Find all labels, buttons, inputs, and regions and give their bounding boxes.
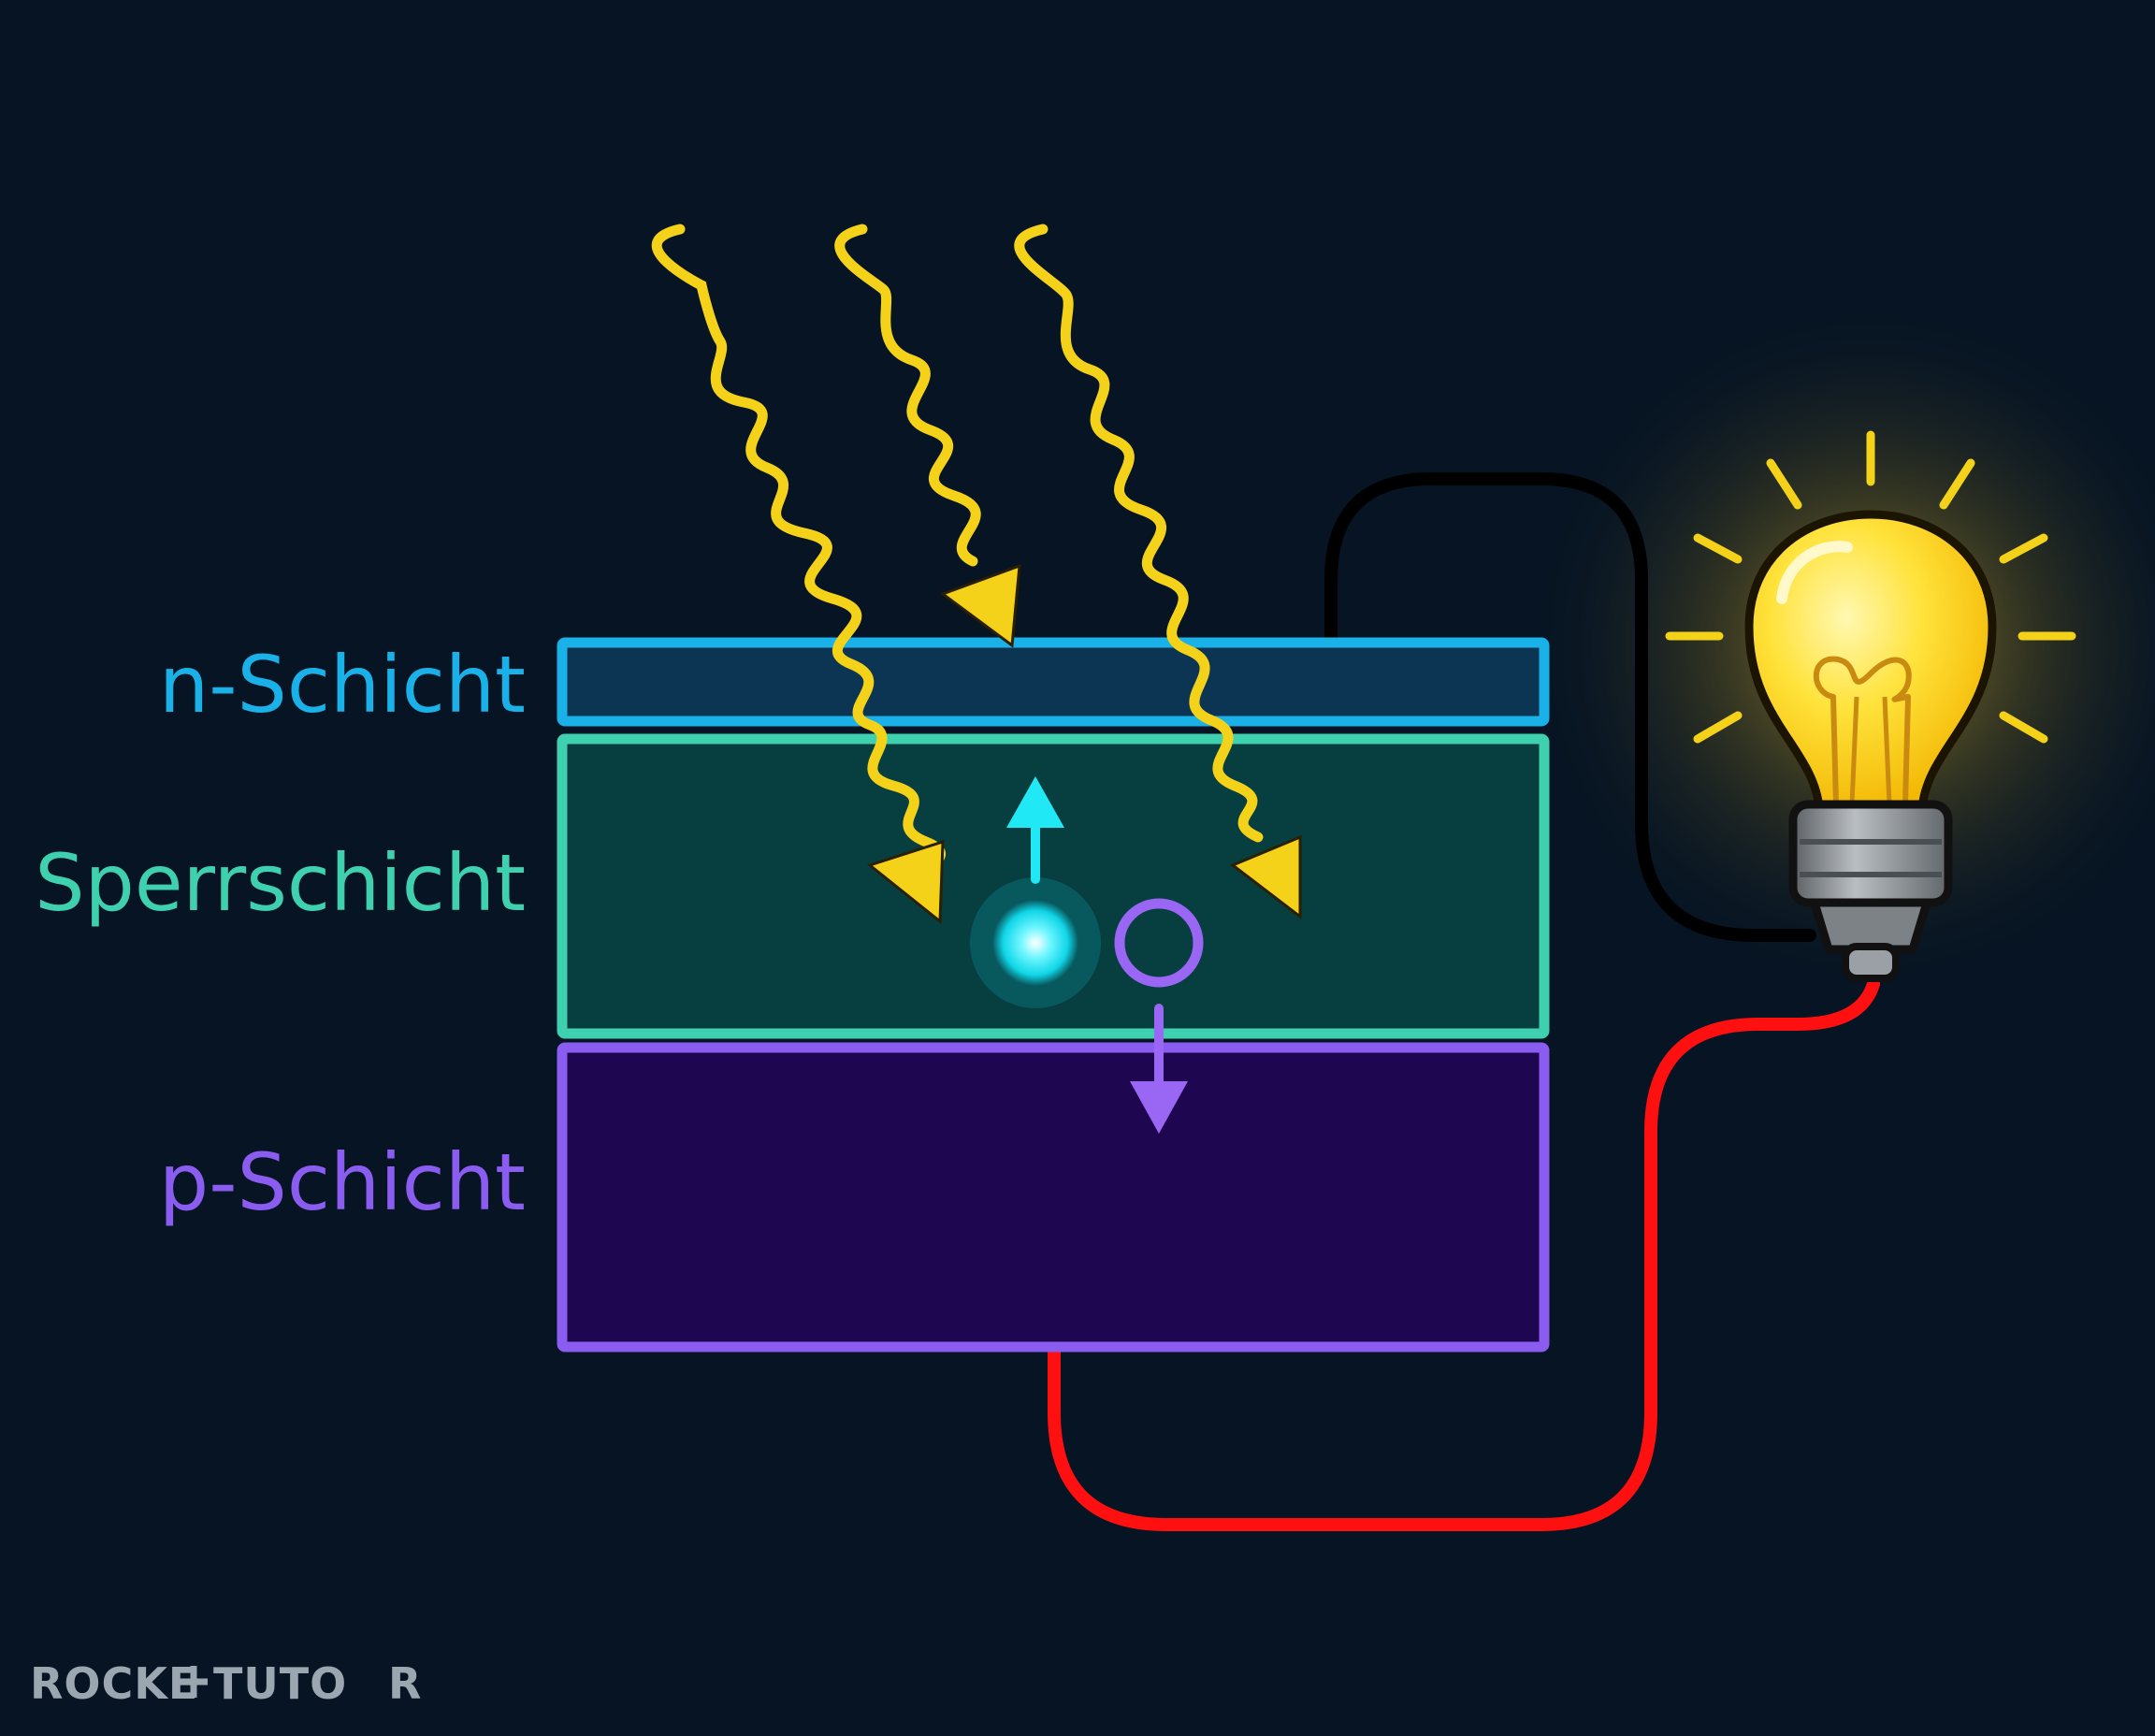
- light-ray-arrowhead: [939, 563, 1021, 648]
- brand-logo-part1: ROCKE: [30, 1658, 198, 1709]
- brand-logo-part2: TUTO: [213, 1658, 347, 1709]
- light-rays: [651, 224, 1302, 925]
- lightbulb-icon: [1665, 430, 2076, 982]
- bulb-filament: [1813, 656, 1912, 807]
- bulb-socket-threads: [1800, 839, 1942, 877]
- p-layer-label: p-Schicht: [159, 1136, 526, 1228]
- hole: [1114, 898, 1204, 1134]
- light-ray-arrowhead: [866, 839, 945, 925]
- bulb-contact: [1842, 943, 1900, 982]
- bulb-highlight: [1776, 541, 1853, 604]
- bulb-rays: [1665, 430, 2076, 744]
- hole-circle-icon: [1114, 898, 1204, 988]
- electron-arrow-head: [1006, 776, 1064, 828]
- wavy-arrow-icon: [834, 224, 981, 567]
- brand-logo: ROCKE TUTO R: [30, 1658, 422, 1709]
- negative-wire: [1324, 472, 1816, 942]
- light-ray-arrowhead: [1230, 834, 1302, 920]
- n-layer: [557, 637, 1550, 727]
- brand-logo-part3: R: [388, 1658, 422, 1709]
- p-layer: [557, 1042, 1550, 1353]
- rocket-plus-icon: [180, 1666, 208, 1698]
- wavy-arrow-icon: [651, 224, 946, 890]
- hole-arrow-head: [1130, 1081, 1188, 1134]
- positive-wire: [1048, 977, 1880, 1531]
- electron-dot-icon: [992, 900, 1078, 986]
- svg-text:ROCKE: ROCKE: [30, 1658, 198, 1709]
- bulb-filament-supports: [1849, 696, 1892, 805]
- bulb-glass: [1744, 510, 1997, 814]
- svg-text:R: R: [388, 1658, 422, 1709]
- n-layer-label: n-Schicht: [159, 639, 526, 731]
- wavy-arrow-icon: [1014, 224, 1264, 843]
- bulb-base: [1810, 898, 1931, 954]
- depletion-layer-label: Sperrschicht: [35, 837, 526, 929]
- electron: [970, 776, 1101, 1008]
- svg-text:TUTO: TUTO: [213, 1658, 347, 1709]
- depletion-layer: [557, 733, 1550, 1039]
- bulb-socket: [1788, 800, 1953, 907]
